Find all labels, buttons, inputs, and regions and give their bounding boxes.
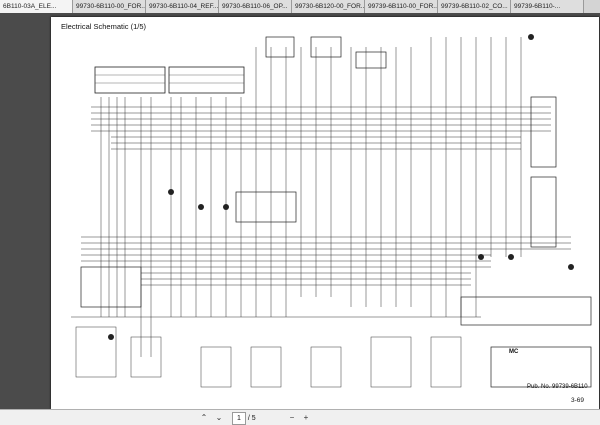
viewer-toolbar: ⌃ ⌄ 1 / 5 − + [0, 409, 600, 425]
zoom-in-button[interactable]: + [303, 413, 309, 422]
current-page-input[interactable]: 1 [232, 412, 246, 425]
chevron-down-icon[interactable]: ⌄ [215, 413, 223, 422]
schematic-page: Electrical Schematic (1/5) [51, 17, 599, 409]
legend-label: MC [509, 349, 519, 355]
schematic-diagram [71, 34, 592, 388]
publication-number: Pub. No. 99739-6B110 [527, 384, 588, 390]
tab-2[interactable]: 99730-6B110-00_FOR... [73, 0, 146, 13]
tab-8[interactable]: 99739-6B110-... [511, 0, 584, 13]
chevron-up-icon[interactable]: ⌃ [200, 413, 208, 422]
tab-6[interactable]: 99739-6B110-00_FOR... [365, 0, 438, 13]
schematic-title: Electrical Schematic (1/5) [61, 22, 147, 31]
zoom-out-button[interactable]: − [289, 413, 295, 422]
document-viewer[interactable]: Electrical Schematic (1/5) [0, 13, 600, 409]
tab-4[interactable]: 99730-6B110-06_OP... [219, 0, 292, 13]
document-tab-bar: 6B110-03A_ELE... 99730-6B110-00_FOR... 9… [0, 0, 600, 14]
tab-5[interactable]: 99730-6B120-00_FOR... [292, 0, 365, 13]
tab-3[interactable]: 99730-6B110-04_REF... [146, 0, 219, 13]
tab-7[interactable]: 99739-6B110-02_CO... [438, 0, 511, 13]
page-indicator: 1 / 5 [232, 412, 256, 425]
page-label: 3-69 [571, 397, 585, 404]
tab-1[interactable]: 6B110-03A_ELE... [0, 0, 73, 13]
page-total: / 5 [247, 415, 256, 422]
